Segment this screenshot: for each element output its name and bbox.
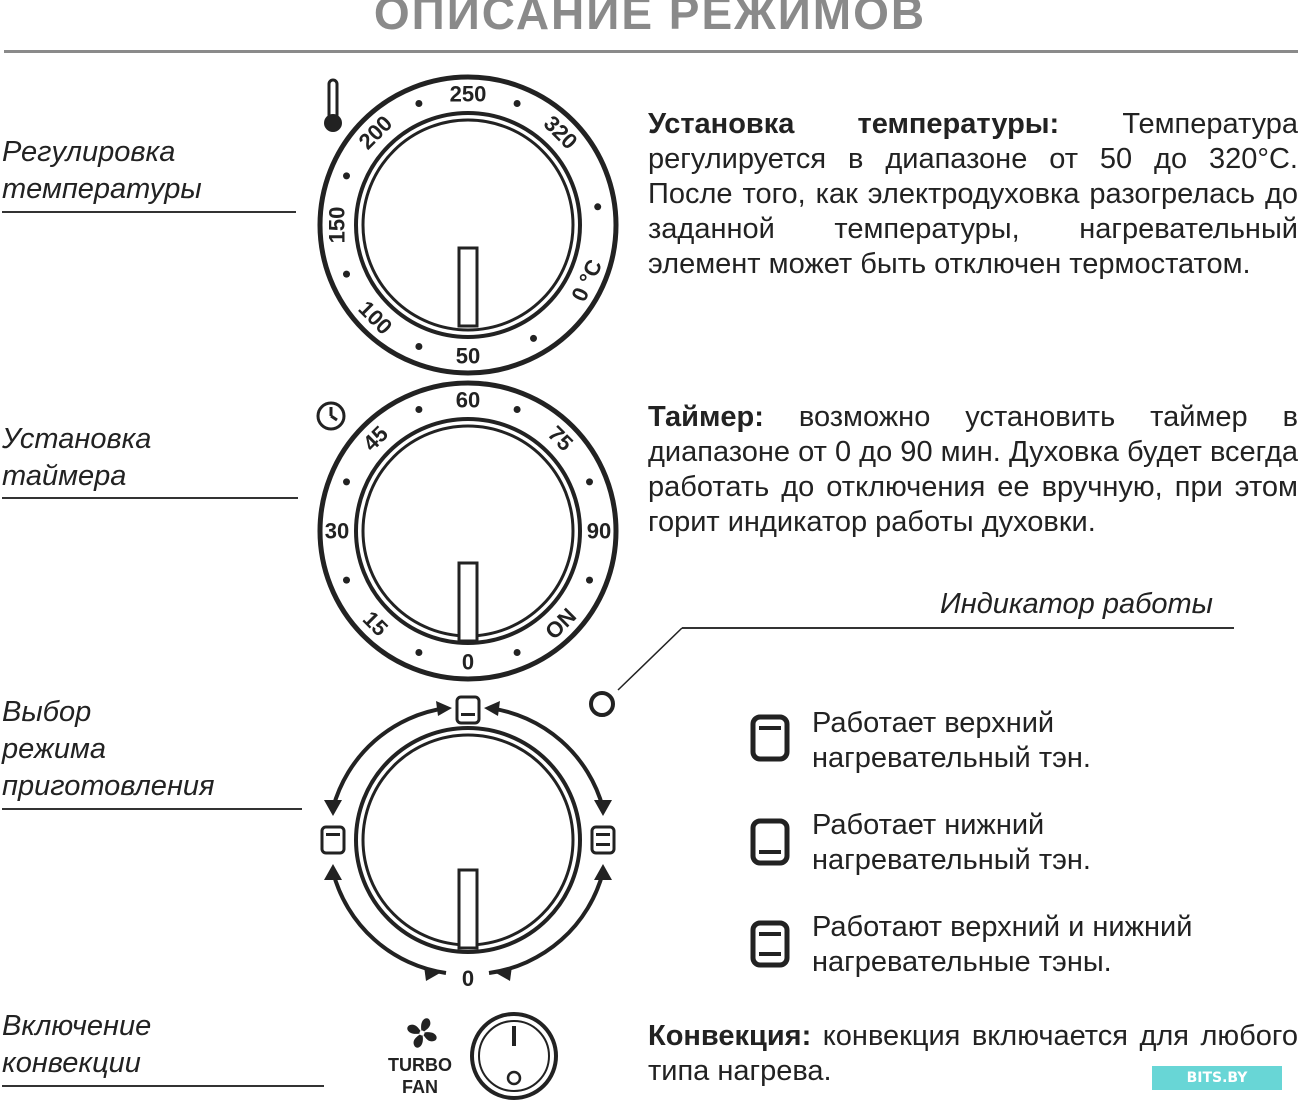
timer-dial-dot-1 — [586, 478, 593, 486]
temperature-dial-dot-0 — [513, 100, 521, 107]
label-timer-rule — [2, 497, 298, 499]
convection-description-heading: Конвекция: — [648, 1020, 812, 1052]
mode-item-bottom-line2: нагревательный тэн. — [812, 844, 1091, 876]
temperature-description-heading: Установка температуры: — [648, 108, 1060, 140]
convection-switch-off-mark — [506, 1070, 522, 1086]
label-convection-line1: Включение — [2, 1010, 152, 1042]
temperature-description-text: Температура регулируется в диапазоне от … — [648, 108, 1298, 280]
mode-dial-bottom-heater-icon[interactable] — [455, 695, 481, 725]
label-timer-line1: Установка — [2, 423, 152, 455]
label-temperature-rule — [2, 211, 296, 213]
label-mode-line2: режима — [2, 733, 107, 765]
timer-dial-dot-3 — [513, 649, 521, 656]
label-convection-rule — [2, 1085, 324, 1087]
timer-dial-mark-2: 90 — [587, 519, 611, 544]
label-mode: Выбор режима приготовления — [2, 694, 215, 805]
indicator-leader-line — [617, 627, 683, 691]
timer-dial-mark-0: 60 — [456, 388, 480, 413]
label-temperature-line2: температуры — [2, 173, 202, 205]
convection-description: Конвекция: конвекция включается для любо… — [648, 1019, 1298, 1089]
temperature-dial-dot-1 — [594, 203, 602, 211]
convection-description-text: конвекция включается для любого типа наг… — [648, 1020, 1298, 1087]
timer-dial-dot-0 — [513, 406, 521, 413]
indicator-label-rule — [682, 627, 1234, 629]
mode-item-top-line2: нагревательный тэн. — [812, 742, 1091, 774]
timer-description-text: возможно установить таймер в диапазоне о… — [648, 401, 1298, 538]
bottom-heater-icon — [750, 818, 790, 871]
label-mode-rule — [2, 808, 302, 810]
fan-icon — [407, 1018, 437, 1048]
temperature-dial-dot-5 — [343, 172, 350, 180]
indicator-label: Индикатор работы — [940, 588, 1214, 620]
top-heater-icon — [750, 714, 790, 767]
mode-item-bottom-line1: Работает нижний — [812, 809, 1045, 841]
turbo-fan-label-line2: FAN — [402, 1077, 438, 1097]
mode-dial[interactable]: 0 — [320, 695, 616, 991]
label-timer: Установка таймера — [2, 421, 151, 495]
temperature-description: Установка температуры: Температура регул… — [648, 107, 1298, 282]
label-mode-line1: Выбор — [2, 696, 92, 728]
mode-item-both-line1: Работают верхний и нижний — [812, 911, 1193, 943]
temperature-dial-dot-3 — [415, 343, 423, 350]
convection-switch[interactable] — [470, 1012, 558, 1100]
mode-dial-top-heater-icon[interactable] — [320, 825, 346, 855]
mode-item-top: Работает верхний нагревательный тэн. — [812, 706, 1091, 776]
label-temperature-line1: Регулировка — [2, 136, 176, 168]
timer-dial-mark-4: 0 — [462, 650, 474, 675]
label-timer-line2: таймера — [2, 460, 127, 492]
title-divider — [4, 50, 1298, 53]
thermometer-icon — [324, 78, 342, 132]
timer-dial-dot-7 — [415, 406, 423, 413]
page-title: ОПИСАНИЕ РЕЖИМОВ — [373, 0, 927, 39]
timer-dial-dot-4 — [415, 649, 423, 656]
temperature-dial-mark-0: 250 — [450, 82, 487, 107]
temperature-dial-mark-3: 50 — [456, 344, 480, 369]
turbo-fan-label-line1: TURBO — [388, 1055, 452, 1075]
temperature-dial-mark-5: 150 — [325, 207, 350, 244]
timer-dial-dot-2 — [586, 576, 593, 584]
mode-dial-top-bottom-heater-icon[interactable] — [590, 825, 616, 855]
temperature-dial-ring-b — [361, 118, 575, 332]
label-mode-line3: приготовления — [2, 770, 215, 802]
mode-dial-pointer[interactable] — [457, 868, 479, 950]
mode-item-both: Работают верхний и нижний нагревательные… — [812, 910, 1192, 980]
temperature-dial-dot-4 — [343, 270, 350, 278]
clock-icon — [316, 401, 346, 431]
timer-dial-dot-5 — [343, 576, 350, 584]
mode-item-top-line1: Работает верхний — [812, 707, 1055, 739]
turbo-fan-label: TURBO FAN — [380, 1054, 460, 1098]
temperature-dial-dot-6 — [415, 100, 423, 107]
temperature-dial-dot-2 — [530, 334, 537, 342]
mode-item-both-line2: нагревательные тэны. — [812, 946, 1112, 978]
timer-dial-mark-6: 30 — [325, 519, 349, 544]
mode-dial-zero: 0 — [462, 966, 474, 991]
watermark-logo: BITS.BY — [1152, 1066, 1282, 1090]
power-indicator-light — [589, 691, 615, 717]
mode-item-bottom: Работает нижний нагревательный тэн. — [812, 808, 1091, 878]
label-convection-line2: конвекции — [2, 1047, 141, 1079]
temperature-dial-pointer[interactable] — [457, 246, 479, 328]
top-bottom-heater-icon — [750, 920, 790, 973]
mode-dial-arrowheads — [324, 701, 612, 981]
label-temperature: Регулировка температуры — [2, 134, 202, 208]
timer-dial-dot-6 — [343, 478, 350, 486]
timer-description: Таймер: возможно установить таймер в диа… — [648, 400, 1298, 540]
timer-description-heading: Таймер: — [648, 401, 764, 433]
timer-dial-pointer[interactable] — [457, 561, 479, 643]
label-convection: Включение конвекции — [2, 1008, 151, 1082]
